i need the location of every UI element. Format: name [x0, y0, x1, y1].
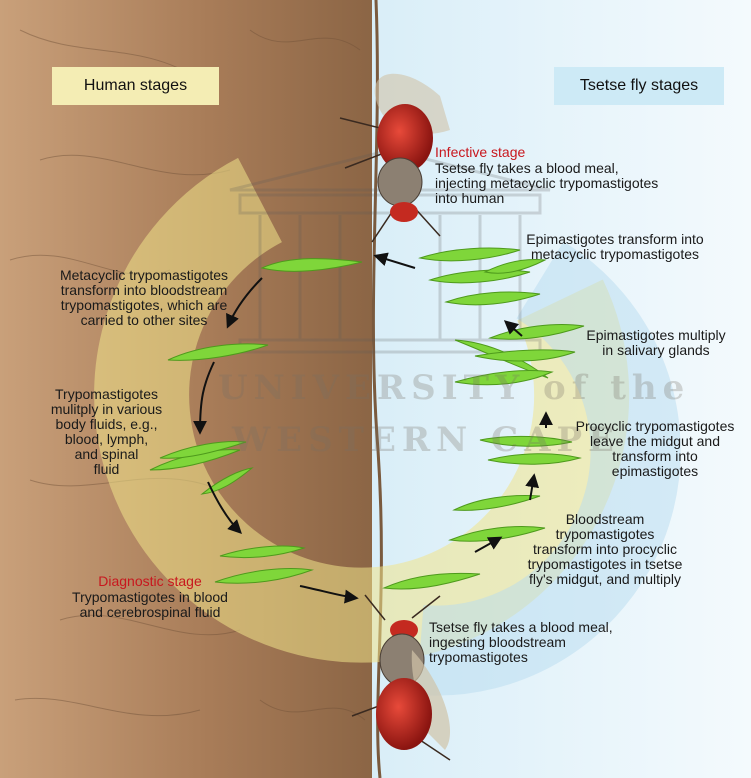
infective-stage-title: Infective stage — [435, 145, 525, 160]
bloodstream-fly-label: Bloodstream trypomastigotes transform in… — [515, 512, 695, 587]
diagnostic-stage-title: Diagnostic stage — [60, 574, 240, 589]
epi-transform-label: Epimastigotes transform into metacyclic … — [500, 232, 730, 262]
metacyclic-human-label: Metacyclic trypomastigotes transform int… — [44, 268, 244, 328]
fly-ingest-label: Tsetse fly takes a blood meal, ingesting… — [429, 620, 613, 665]
watermark-text-1: UNIVERSITY of the — [218, 368, 690, 408]
procyclic-label: Procyclic trypomastigotes leave the midg… — [561, 419, 749, 479]
epi-multiply-label: Epimastigotes multiply in salivary gland… — [572, 328, 740, 358]
multiply-human-label: Trypomastigotes mulitply in various body… — [44, 387, 169, 477]
human-stages-header: Human stages — [52, 67, 219, 105]
fly-stages-header: Tsetse fly stages — [554, 67, 724, 105]
diagnostic-stage-text: Trypomastigotes in blood and cerebrospin… — [55, 590, 245, 620]
infective-stage-text: Tsetse fly takes a blood meal, injecting… — [435, 161, 658, 206]
